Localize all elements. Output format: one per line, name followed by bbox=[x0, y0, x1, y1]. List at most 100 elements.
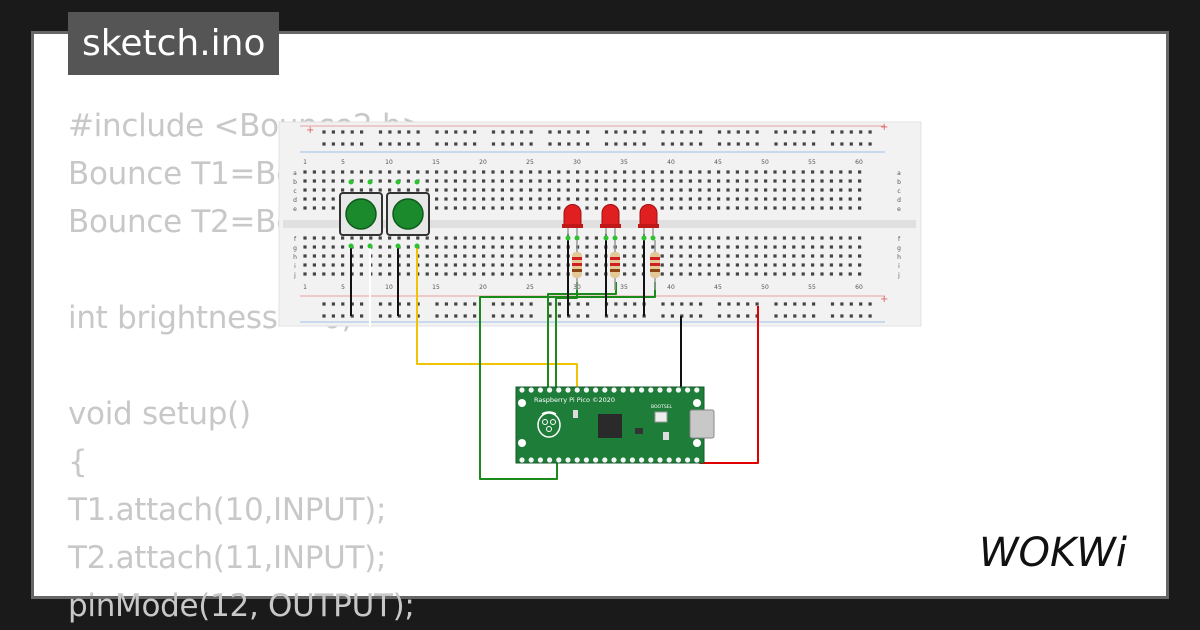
breadboard-hole[interactable] bbox=[397, 188, 401, 192]
breadboard-hole[interactable] bbox=[660, 206, 664, 210]
breadboard-hole[interactable] bbox=[303, 179, 307, 183]
breadboard-hole[interactable] bbox=[594, 236, 598, 240]
breadboard-hole[interactable] bbox=[453, 245, 457, 249]
breadboard-hole[interactable] bbox=[425, 245, 429, 249]
breadboard-hole[interactable] bbox=[717, 179, 721, 183]
breadboard-hole[interactable] bbox=[303, 206, 307, 210]
pico-pin[interactable] bbox=[528, 387, 534, 393]
breadboard-hole[interactable] bbox=[519, 188, 523, 192]
breadboard-hole[interactable] bbox=[670, 314, 674, 318]
breadboard-hole[interactable] bbox=[501, 314, 505, 318]
breadboard-hole[interactable] bbox=[839, 236, 843, 240]
breadboard-hole[interactable] bbox=[463, 302, 467, 306]
breadboard-hole[interactable] bbox=[594, 170, 598, 174]
breadboard-hole[interactable] bbox=[444, 263, 448, 267]
breadboard-hole[interactable] bbox=[557, 314, 561, 318]
breadboard-hole[interactable] bbox=[463, 254, 467, 258]
breadboard-hole[interactable] bbox=[848, 188, 852, 192]
breadboard-hole[interactable] bbox=[623, 206, 627, 210]
breadboard-hole[interactable] bbox=[594, 254, 598, 258]
breadboard-hole[interactable] bbox=[688, 263, 692, 267]
breadboard-hole[interactable] bbox=[688, 197, 692, 201]
breadboard-hole[interactable] bbox=[754, 188, 758, 192]
breadboard-hole[interactable] bbox=[754, 236, 758, 240]
breadboard-hole[interactable] bbox=[829, 254, 833, 258]
breadboard-hole[interactable] bbox=[698, 236, 702, 240]
breadboard-hole[interactable] bbox=[830, 142, 835, 146]
breadboard-hole[interactable] bbox=[566, 197, 570, 201]
breadboard-hole[interactable] bbox=[359, 179, 363, 183]
pico-pin[interactable] bbox=[547, 457, 553, 463]
breadboard-hole[interactable] bbox=[698, 254, 702, 258]
breadboard-hole[interactable] bbox=[594, 206, 598, 210]
breadboard-hole[interactable] bbox=[331, 142, 335, 146]
breadboard-hole[interactable] bbox=[811, 254, 815, 258]
breadboard-hole[interactable] bbox=[576, 170, 580, 174]
breadboard-hole[interactable] bbox=[773, 263, 777, 267]
breadboard-hole[interactable] bbox=[613, 170, 617, 174]
breadboard-hole[interactable] bbox=[444, 197, 448, 201]
breadboard-hole[interactable] bbox=[859, 130, 863, 134]
breadboard-hole[interactable] bbox=[802, 314, 806, 318]
breadboard-hole[interactable] bbox=[425, 170, 429, 174]
breadboard-hole[interactable] bbox=[745, 188, 749, 192]
breadboard-hole[interactable] bbox=[378, 142, 383, 146]
breadboard-hole[interactable] bbox=[576, 179, 580, 183]
breadboard-hole[interactable] bbox=[840, 302, 844, 306]
breadboard-hole[interactable] bbox=[491, 314, 496, 318]
breadboard-hole[interactable] bbox=[632, 236, 636, 240]
breadboard-hole[interactable] bbox=[698, 206, 702, 210]
breadboard-hole[interactable] bbox=[754, 170, 758, 174]
pico-pin[interactable] bbox=[639, 457, 645, 463]
pico-pin[interactable] bbox=[556, 387, 562, 393]
breadboard-hole[interactable] bbox=[793, 302, 797, 306]
breadboard-hole[interactable] bbox=[858, 206, 862, 210]
breadboard-hole[interactable] bbox=[670, 263, 674, 267]
breadboard-hole[interactable] bbox=[604, 142, 609, 146]
breadboard-hole[interactable] bbox=[707, 272, 711, 276]
breadboard-hole[interactable] bbox=[566, 188, 570, 192]
breadboard-hole[interactable] bbox=[350, 236, 354, 240]
breadboard-hole[interactable] bbox=[491, 179, 495, 183]
breadboard-hole[interactable] bbox=[472, 245, 476, 249]
breadboard-hole[interactable] bbox=[378, 236, 382, 240]
pico-pin[interactable] bbox=[602, 387, 608, 393]
pico-pin[interactable] bbox=[639, 387, 645, 393]
breadboard-hole[interactable] bbox=[585, 206, 589, 210]
breadboard-hole[interactable] bbox=[463, 314, 467, 318]
breadboard-hole[interactable] bbox=[435, 263, 439, 267]
breadboard-hole[interactable] bbox=[378, 302, 383, 306]
breadboard-hole[interactable] bbox=[670, 236, 674, 240]
breadboard-hole[interactable] bbox=[632, 245, 636, 249]
breadboard-hole[interactable] bbox=[699, 314, 703, 318]
breadboard-hole[interactable] bbox=[557, 272, 561, 276]
breadboard-hole[interactable] bbox=[726, 206, 730, 210]
pico-pin[interactable] bbox=[519, 457, 525, 463]
breadboard-hole[interactable] bbox=[359, 254, 363, 258]
breadboard-hole[interactable] bbox=[547, 170, 551, 174]
breadboard-hole[interactable] bbox=[397, 170, 401, 174]
breadboard-hole[interactable] bbox=[331, 263, 335, 267]
breadboard-hole[interactable] bbox=[388, 302, 392, 306]
breadboard-hole[interactable] bbox=[500, 197, 504, 201]
breadboard-hole[interactable] bbox=[594, 179, 598, 183]
pico-pin[interactable] bbox=[694, 457, 700, 463]
breadboard-hole[interactable] bbox=[322, 142, 326, 146]
breadboard-hole[interactable] bbox=[388, 130, 392, 134]
breadboard-hole[interactable] bbox=[312, 197, 316, 201]
breadboard-hole[interactable] bbox=[623, 179, 627, 183]
breadboard-hole[interactable] bbox=[773, 179, 777, 183]
breadboard-hole[interactable] bbox=[614, 142, 618, 146]
breadboard-hole[interactable] bbox=[811, 245, 815, 249]
breadboard-hole[interactable] bbox=[623, 272, 627, 276]
breadboard-hole[interactable] bbox=[811, 179, 815, 183]
breadboard-hole[interactable] bbox=[416, 170, 420, 174]
breadboard-hole[interactable] bbox=[820, 188, 824, 192]
breadboard-hole[interactable] bbox=[735, 254, 739, 258]
breadboard-hole[interactable] bbox=[331, 302, 335, 306]
pico-pin[interactable] bbox=[685, 387, 691, 393]
breadboard-hole[interactable] bbox=[548, 142, 552, 146]
breadboard-hole[interactable] bbox=[576, 142, 580, 146]
breadboard-hole[interactable] bbox=[840, 130, 844, 134]
breadboard-hole[interactable] bbox=[698, 170, 702, 174]
